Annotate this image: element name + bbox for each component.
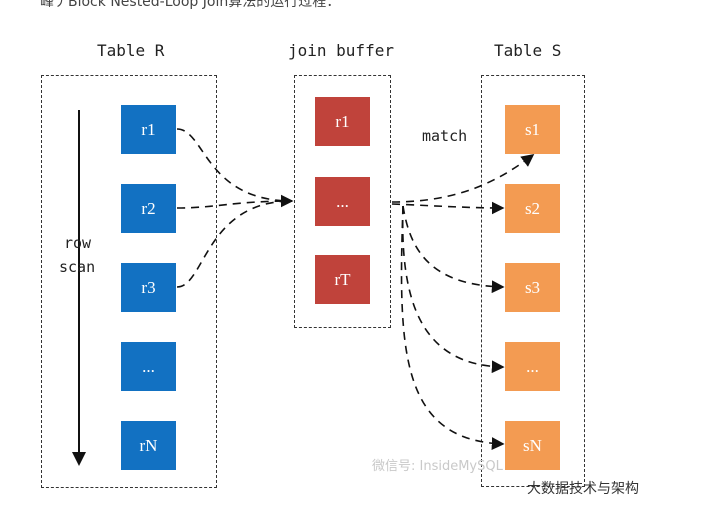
table-r-title: Table R [97,41,165,60]
link-buffer-to-sN [400,205,505,450]
link-buffer-to-s1 [391,154,535,203]
match-label: match [422,127,468,145]
link-r3-to-buffer [176,200,293,288]
table-s-title: Table S [494,41,562,60]
header-fragment: 峰丿Block Nested-Loop Join算法的运行过程： [40,0,341,9]
join-buffer-cell-2: ... [315,177,370,226]
join-buffer-title: join buffer [288,41,394,60]
table-s-cell-4: ... [505,342,560,391]
scan-label: scan [59,258,96,276]
table-s-cell-2: s2 [505,184,560,233]
join-buffer-cell-3: rT [315,255,370,304]
link-r1-to-buffer [176,128,293,202]
join-buffer-container [294,75,391,328]
table-r-cell-3: r3 [121,263,176,312]
table-s-cell-1: s1 [505,105,560,154]
account-watermark: 大数据技术与架构 [527,481,639,497]
table-r-cell-1: r1 [121,105,176,154]
row-scan-arrow-head [72,452,86,466]
wechat-watermark: 微信号: InsideMySQL [372,459,503,474]
table-r-container [41,75,217,488]
table-s-cell-5: sN [505,421,560,470]
table-s-cell-3: s3 [505,263,560,312]
table-r-cell-4: ... [121,342,176,391]
link-buffer-to-s2 [391,201,505,215]
row-label: row [64,234,92,252]
table-s-container [481,75,585,487]
link-buffer-to-s4 [401,205,505,374]
join-buffer-cell-1: r1 [315,97,370,146]
link-buffer-to-s3 [402,205,505,294]
link-r2-to-buffer [176,194,294,209]
table-r-cell-5: rN [121,421,176,470]
table-r-cell-2: r2 [121,184,176,233]
